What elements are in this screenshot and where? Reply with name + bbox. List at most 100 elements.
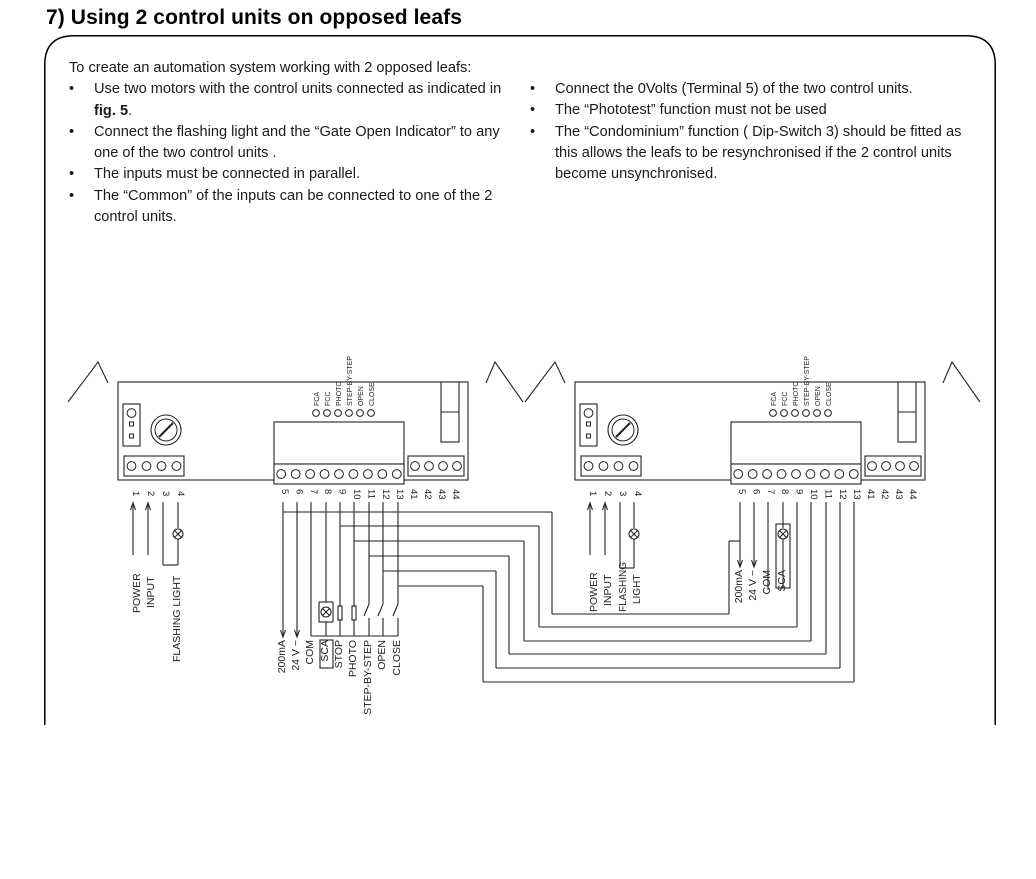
- terminal-block-1-4: [580, 455, 642, 477]
- led-label: CLOSE: [826, 382, 833, 406]
- input-label: OPEN: [376, 640, 388, 670]
- gate-leaf-left: [524, 360, 566, 403]
- intro-text: To create an automation system working w…: [69, 60, 472, 76]
- terminal-screw: [362, 469, 373, 479]
- bullet-mark: •: [69, 81, 75, 98]
- led-label: OPEN: [358, 386, 365, 406]
- led-indicator: [356, 409, 364, 417]
- bullet-mark: •: [69, 166, 75, 183]
- led-indicator: [323, 409, 331, 417]
- list-item: •The “Condominium” function ( Dip-Switch…: [530, 122, 976, 186]
- terminal-screw: [391, 469, 402, 479]
- figure-reference: fig. 5: [94, 102, 129, 119]
- bullet-text: The “Condominium” function ( Dip-Switch …: [555, 123, 962, 183]
- bullet-text-end: .: [128, 102, 133, 119]
- arrow-down-icon: [293, 629, 301, 639]
- terminal-number: 41: [865, 489, 876, 500]
- led-indicator: [367, 409, 375, 417]
- normally-closed-contact: [351, 605, 357, 621]
- terminal-number: 9: [337, 489, 348, 494]
- terminal-number: 2: [602, 491, 613, 496]
- gate-leaf-right: [942, 360, 981, 403]
- arrow-up-icon: [129, 501, 137, 511]
- terminal-number: 6: [750, 489, 761, 494]
- terminal-number: 6: [293, 489, 304, 494]
- led-indicator: [791, 409, 799, 417]
- terminal-screw: [334, 469, 344, 479]
- terminal-number: 7: [765, 489, 776, 494]
- terminal-number: 13: [851, 489, 862, 500]
- terminal-number: 5: [736, 489, 747, 494]
- terminal-number: 42: [879, 489, 890, 500]
- terminal-screw: [276, 469, 287, 479]
- led-label: OPEN: [815, 386, 822, 406]
- terminal-screw: [867, 461, 877, 471]
- list-item: •Connect the 0Volts (Terminal 5) of the …: [530, 79, 976, 100]
- terminal-screw: [791, 469, 801, 479]
- output-label: 200mA: [733, 570, 745, 603]
- bullet-mark: •: [69, 187, 75, 204]
- bullet-text: Connect the flashing light and the “Gate…: [94, 123, 500, 162]
- bullet-text: The “Common” of the inputs can be connec…: [94, 187, 493, 226]
- terminal-number: 4: [175, 491, 186, 496]
- flashing-light-label: FLASHING: [618, 562, 629, 612]
- terminal-screw: [805, 469, 816, 479]
- flashing-light-label: LIGHT: [632, 575, 643, 604]
- lamp-cross: [779, 530, 787, 538]
- terminal-screw: [881, 461, 891, 471]
- list-item: • The “Common” of the inputs can be conne…: [69, 186, 517, 229]
- list-item: •The “Phototest” function must not be us…: [530, 100, 976, 121]
- arrow-down-icon: [736, 559, 744, 569]
- connector-pin: [129, 421, 134, 427]
- terminal-screw: [628, 461, 639, 471]
- arrow-down-icon: [279, 629, 287, 639]
- terminal-number: 42: [422, 489, 433, 500]
- trimmer-slot: [615, 422, 631, 438]
- led-label: CLOSE: [369, 382, 376, 406]
- gate-leaf-right: [485, 360, 524, 403]
- terminal-screw: [126, 461, 137, 471]
- terminal-screw: [141, 461, 152, 471]
- led-label: FCA: [314, 392, 321, 406]
- bullet-text: The “Phototest” function must not be use…: [555, 102, 827, 119]
- left-bullet-list: •Use two motors with the control units c…: [69, 79, 517, 228]
- led-indicator: [769, 409, 777, 417]
- terminal-number: 12: [380, 489, 391, 500]
- terminal-screw: [733, 469, 744, 479]
- terminal-screw: [583, 408, 594, 418]
- terminal-screw: [895, 461, 905, 471]
- terminal-number: 44: [907, 489, 918, 500]
- connector-pin: [129, 433, 134, 439]
- led-label: PHOTO: [336, 381, 343, 406]
- terminal-number: 3: [617, 491, 628, 496]
- terminal-screw: [747, 469, 758, 479]
- input-label: STEP-BY-STEP: [362, 640, 374, 715]
- led-indicator: [824, 409, 832, 417]
- input-label: COM: [304, 640, 316, 665]
- terminal-number: 7: [308, 489, 319, 494]
- lamp-cross: [630, 530, 638, 538]
- terminal-number: 11: [822, 489, 833, 499]
- terminal-screw: [598, 461, 609, 471]
- terminal-number: 1: [130, 491, 141, 496]
- led-indicator: [345, 409, 353, 417]
- led-indicator: [780, 409, 788, 417]
- content-frame: [44, 35, 996, 725]
- power-input-label: POWER: [588, 572, 600, 612]
- connector-pin: [586, 433, 591, 439]
- left-text-column: To create an automation system working w…: [69, 58, 517, 228]
- power-input-label: POWER: [131, 573, 143, 613]
- terminal-number: 5: [279, 489, 290, 494]
- terminal-number: 10: [351, 489, 362, 500]
- terminal-number: 9: [794, 489, 805, 494]
- arrow-up-icon: [144, 501, 152, 511]
- lamp-cross: [322, 608, 330, 616]
- terminal-number: 3: [160, 491, 171, 496]
- terminal-number: 8: [322, 489, 333, 494]
- led-indicator: [312, 409, 320, 417]
- terminal-number: 1: [587, 491, 598, 496]
- main-connector: [730, 421, 862, 465]
- arrow-up-icon: [601, 501, 609, 511]
- power-input-label: INPUT: [602, 574, 614, 606]
